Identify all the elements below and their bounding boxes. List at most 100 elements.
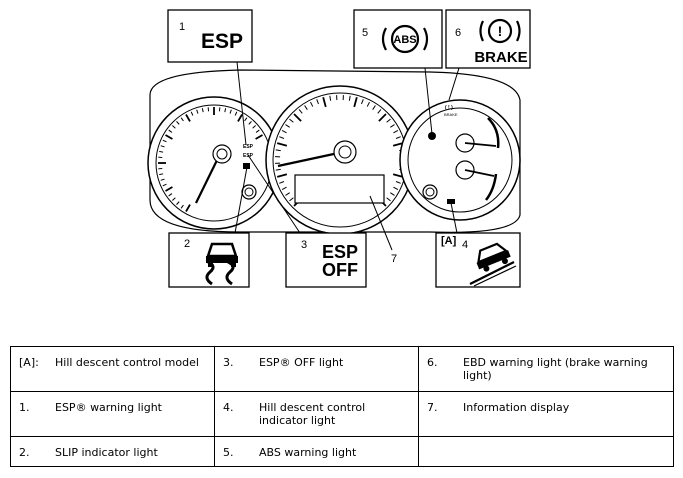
gauge-tick (395, 136, 401, 139)
tachometer-gauge: ESP ESP (147, 96, 281, 230)
leader-lines (234, 61, 460, 251)
callout-esp-warning: 1 ESP (167, 9, 253, 63)
gauge-tick (289, 197, 294, 202)
speedometer-gauge (265, 85, 415, 235)
svg-text:BRAKE: BRAKE (444, 112, 458, 117)
svg-text:1: 1 (179, 21, 185, 33)
gauge-tick (176, 121, 180, 125)
instrument-cluster-diagram: ESP ESP ( ! ) BRAKE (147, 9, 531, 288)
legend-row: [A]:Hill descent control model 3.ESP® OF… (10, 346, 674, 392)
svg-text:[A]: [A] (441, 235, 457, 247)
gauge-tick (201, 108, 204, 113)
callout-slip-indicator: 2 (168, 232, 250, 288)
callout-brake-warning: 6 ! BRAKE (445, 9, 531, 69)
callout-hill-descent: [A] 4 (435, 232, 521, 288)
svg-text:6: 6 (455, 27, 461, 39)
gauge-tick (237, 114, 243, 122)
gauge-tick (310, 101, 314, 107)
legend-key: 7. (427, 400, 438, 414)
legend-text: SLIP indicator light (55, 445, 158, 459)
svg-text:!: ! (498, 23, 503, 39)
legend-table: [A]:Hill descent control model 3.ESP® OF… (10, 346, 674, 468)
gauge-tick (393, 186, 399, 190)
legend-key: [A]: (19, 356, 39, 369)
legend-text: Hill descent control indicator light (259, 400, 366, 427)
gauge-tick (298, 109, 303, 114)
gauge-tick (180, 204, 184, 209)
gauge-tick (279, 136, 285, 139)
svg-text:3: 3 (301, 239, 307, 251)
gauge-tick (285, 192, 290, 196)
gauge-tick (361, 99, 364, 105)
gauge-tick (276, 142, 288, 147)
svg-text:BRAKE: BRAKE (474, 49, 527, 66)
fuel-temp-gauge: ( ! ) BRAKE (399, 99, 521, 221)
gauge-tick (244, 117, 248, 122)
legend-key: 4. (223, 400, 234, 414)
legend-row: 1.ESP® warning light 4. Hill descent cont… (10, 390, 674, 437)
gauge-tick (180, 117, 184, 122)
gauge-tick (172, 197, 176, 201)
gauge-tick (366, 101, 370, 107)
gauge-tick (162, 183, 167, 187)
gauge-tick (279, 181, 285, 184)
svg-text:ESP: ESP (243, 144, 254, 150)
gauge-tick (392, 142, 404, 147)
gauge-tick (162, 139, 167, 143)
gauge-tick (395, 181, 401, 184)
svg-text:OFF: OFF (322, 260, 358, 280)
gauge-tick (190, 111, 194, 116)
legend-cell: 6. EBD warning light (brake warning light… (418, 346, 674, 392)
hill-descent-car-icon (476, 242, 511, 272)
legend-text: ABS warning light (259, 445, 357, 459)
gauge-tick (165, 186, 173, 192)
gauge-tick (393, 130, 399, 134)
gauge-tick (160, 178, 165, 181)
gauge-tick (329, 95, 332, 101)
information-display (294, 174, 385, 204)
gauge-tick (159, 173, 164, 176)
gauge-tick (304, 105, 308, 110)
slip-car-icon (205, 242, 238, 286)
legend-text: Information display (463, 400, 570, 414)
legend-cell: [A]: Hill descent control model (10, 346, 215, 392)
gauge-tick (234, 111, 238, 116)
gauge-tick (255, 129, 260, 133)
legend-key: 3. (223, 356, 234, 369)
gauge-tick (185, 114, 191, 122)
legend-cell: 5. ABS warning light (214, 435, 419, 468)
svg-text:ESP: ESP (201, 30, 243, 53)
cluster-housing (149, 69, 521, 233)
legend-key: 6. (427, 356, 438, 369)
gauge-tick (172, 125, 176, 129)
gauge-tick (176, 201, 180, 205)
gauge-tick (285, 124, 290, 128)
gauge-tick (165, 134, 173, 140)
svg-text:4: 4 (462, 239, 468, 251)
legend-cell: 1.ESP® warning light (10, 390, 215, 437)
legend-row: 2.SLIP indicator light 5.ABS warning lig… (10, 435, 674, 468)
gauge-tick (275, 168, 281, 171)
gauge-tick (196, 109, 199, 114)
legend-key: 5. (223, 445, 234, 459)
gauge-tick (386, 118, 391, 123)
gauge-tick (348, 95, 351, 101)
gauge-tick (372, 105, 376, 110)
gauge-tick (293, 113, 302, 122)
gauge-tick (159, 150, 164, 153)
legend-text: Hill descent control model (55, 356, 199, 369)
gauge-tick (392, 173, 404, 178)
gauge-tick (229, 109, 232, 114)
gauge-tick (289, 118, 294, 123)
gauge-tick (281, 130, 287, 134)
gauge-tick (275, 149, 281, 152)
callout-esp-off: 3 ESP OFF (285, 232, 367, 288)
svg-text:( ! ): ( ! ) (445, 105, 453, 111)
gauge-tick (168, 193, 173, 197)
gauge-tick (386, 197, 391, 202)
gauge-tick (255, 134, 263, 140)
callout-info-display-number: 7 (391, 253, 397, 265)
legend-cell (418, 435, 674, 468)
legend-text: EBD warning light (brake warning light) (463, 356, 648, 382)
legend-text: ESP® warning light (55, 400, 162, 414)
